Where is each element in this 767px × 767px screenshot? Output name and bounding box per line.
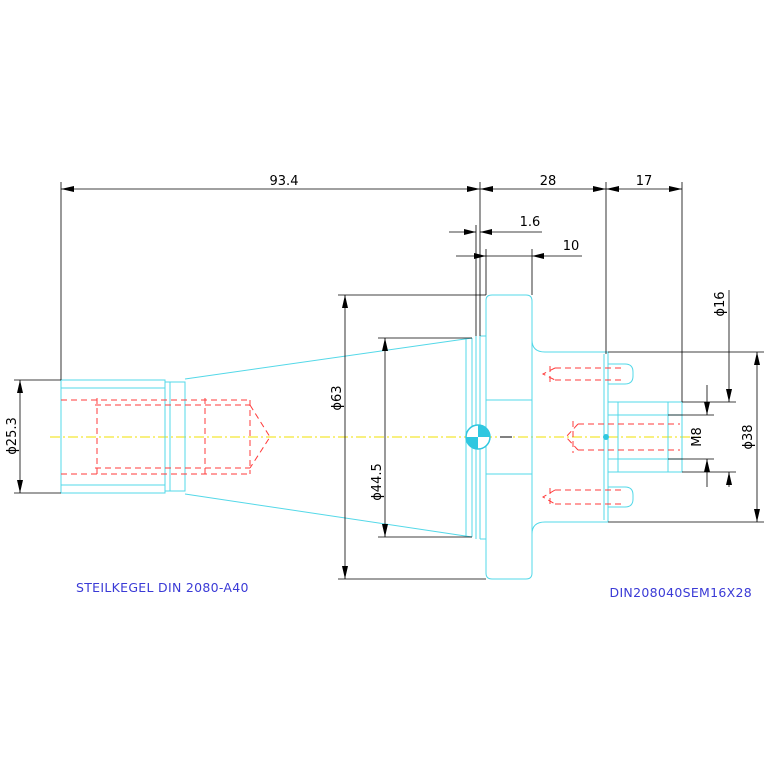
dim-spigot-length: 17 xyxy=(636,174,653,189)
dim-flange-diameter-label: ϕ63 xyxy=(330,385,345,410)
dim-body-diameter-label: ϕ38 xyxy=(741,424,756,449)
title-right: DIN208040SEM16X28 xyxy=(610,585,752,600)
dim-thread-label: M8 xyxy=(690,427,705,447)
dim-tail-diameter-label: ϕ25.3 xyxy=(5,417,20,455)
dim-taper-diameter xyxy=(378,337,472,538)
dim-gap-small xyxy=(449,225,542,336)
tail-hidden-bore xyxy=(61,398,271,476)
dim-taper-diameter-label: ϕ44.5 xyxy=(370,463,385,501)
dim-thread xyxy=(668,385,714,487)
dim-gap-small-label: 1.6 xyxy=(520,215,541,230)
dim-gap-flange-label: 10 xyxy=(563,239,580,254)
dim-body-diameter xyxy=(608,351,764,523)
dim-flange-length: 28 xyxy=(540,174,557,189)
dim-flange-diameter xyxy=(338,294,486,580)
tail-section xyxy=(60,379,186,494)
title-left: STEILKEGEL DIN 2080-A40 xyxy=(76,580,249,595)
dim-overall-length: 93.4 xyxy=(270,174,299,189)
flange xyxy=(480,294,533,580)
body-hidden-holes xyxy=(541,366,680,506)
dim-tail-diameter xyxy=(14,379,61,494)
dim-bore-diameter-label: ϕ16 xyxy=(713,291,728,316)
dim-bore-diameter xyxy=(682,290,736,487)
center-mark-icon xyxy=(465,424,609,450)
dim-gap-flange xyxy=(456,249,582,295)
dim-top-chain xyxy=(60,182,683,402)
